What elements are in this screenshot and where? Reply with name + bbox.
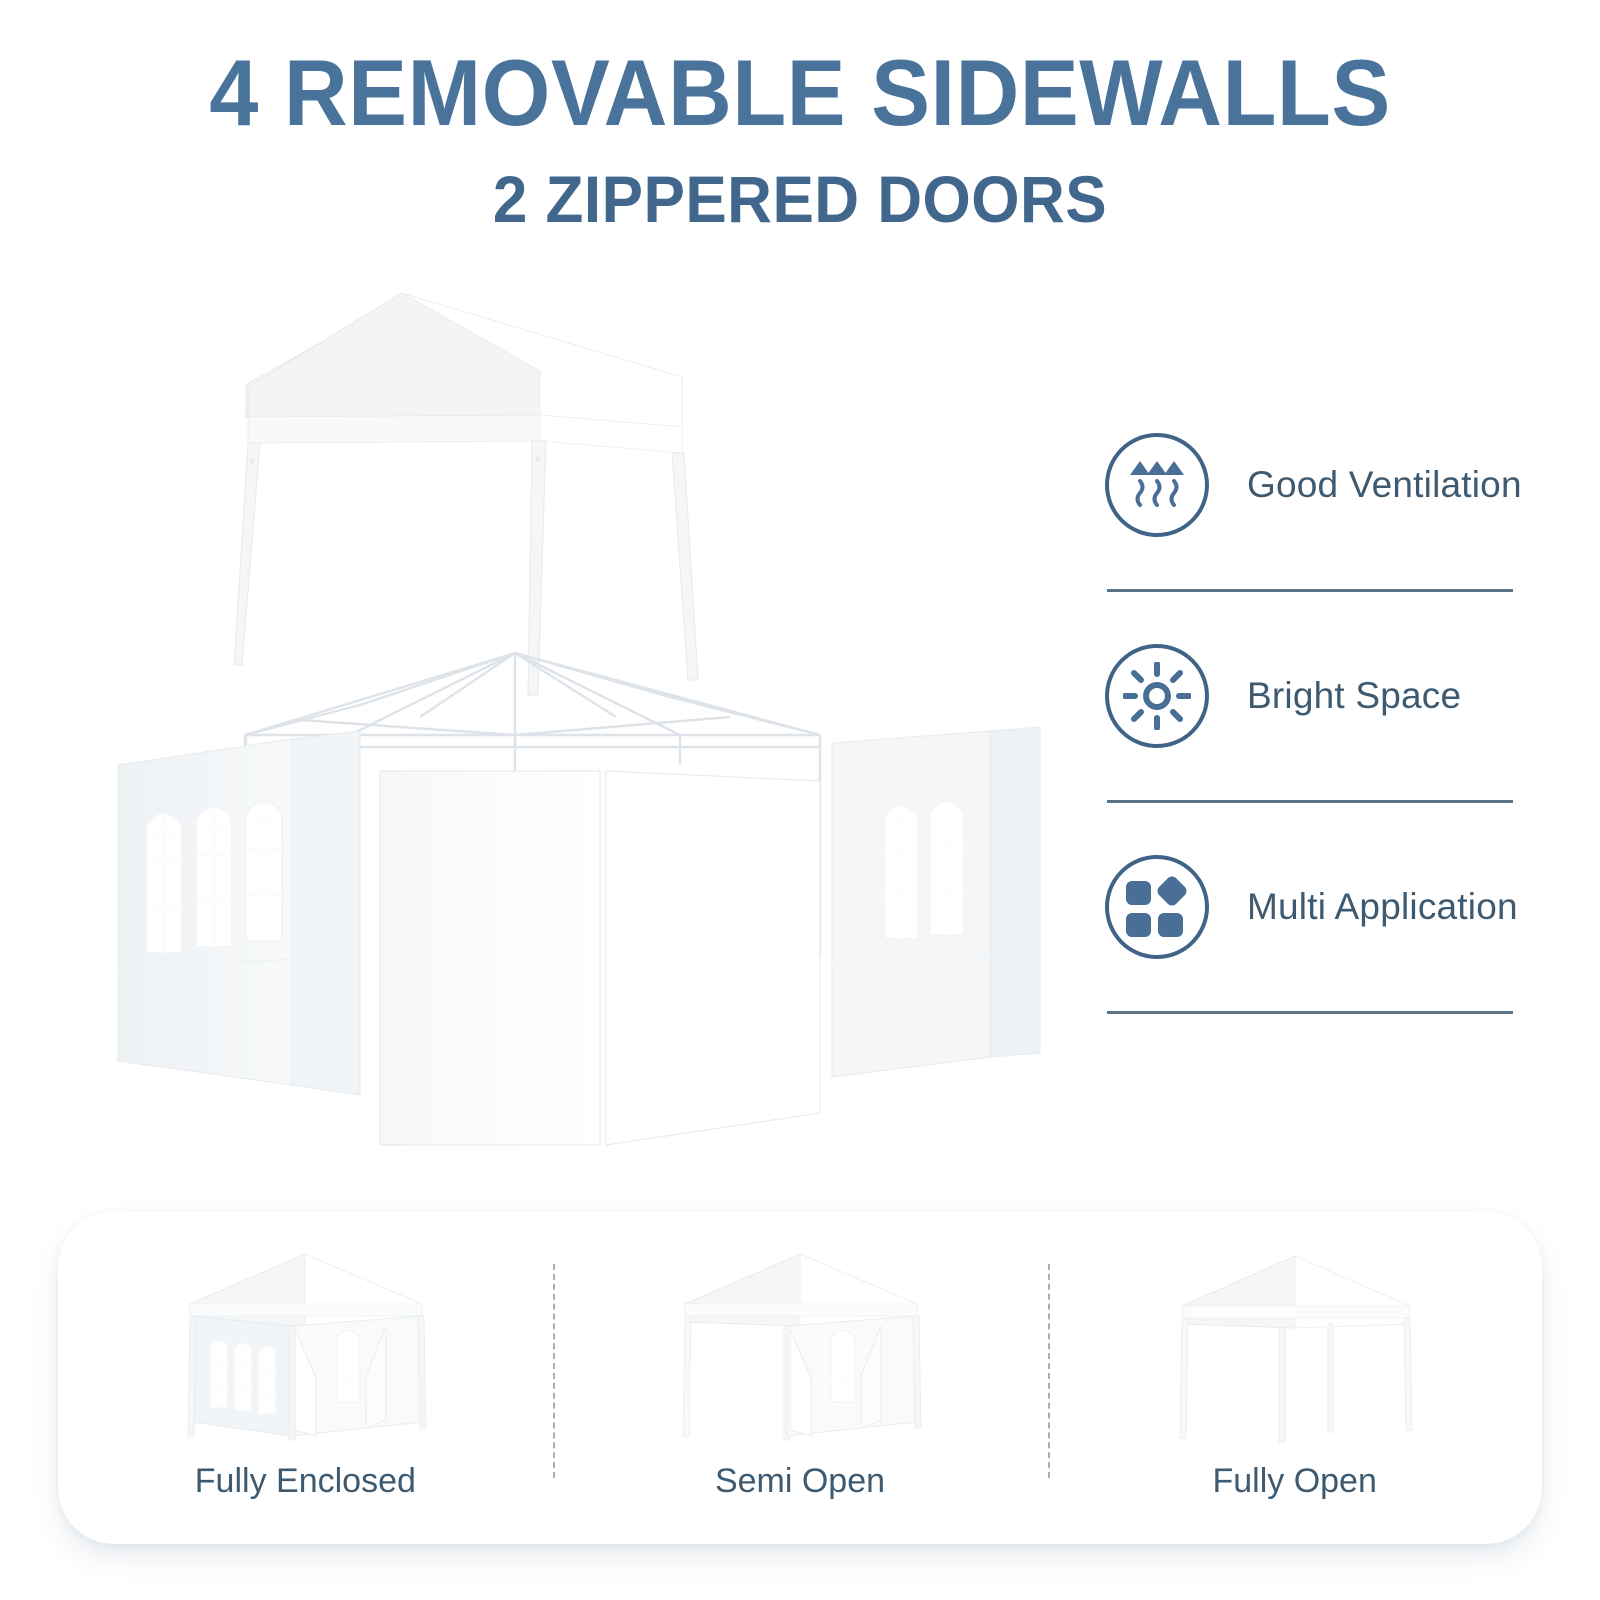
variant-separator-1 (553, 1264, 555, 1478)
variant-fully-enclosed: Fully Enclosed (58, 1212, 553, 1544)
variant-semi-open: Semi Open (553, 1212, 1048, 1544)
feature-divider-3 (1107, 1011, 1513, 1014)
variant-label-semi-open: Semi Open (714, 1462, 886, 1500)
feature-divider-1 (1107, 589, 1513, 592)
spacer (1105, 766, 1520, 800)
sun-icon (1105, 644, 1209, 748)
sidewall-plain-center-a (379, 770, 601, 1146)
multi-application-icon (1105, 855, 1209, 959)
feature-label-ventilation: Good Ventilation (1247, 464, 1522, 505)
canopy-semi-open-icon (635, 1230, 965, 1458)
variant-label-fully-open: Fully Open (1212, 1462, 1377, 1500)
sidewall-with-windows-right (831, 726, 1041, 1078)
feature-label-multi-application: Multi Application (1247, 886, 1518, 927)
spacer (1105, 977, 1520, 1011)
feature-list: Good Ventilation Bright Space (1105, 415, 1522, 1014)
page-title: 4 REMOVABLE SIDEWALLS (209, 40, 1391, 145)
sidewall-with-windows-left (117, 730, 361, 1096)
hero-product-image (60, 265, 1070, 1155)
canopy-fully-open-icon (1130, 1230, 1460, 1458)
canopy-roof (245, 292, 683, 454)
variants-card: Fully Enclosed (58, 1212, 1542, 1544)
variant-fully-open: Fully Open (1047, 1212, 1542, 1544)
feature-item-ventilation: Good Ventilation (1105, 415, 1522, 555)
sidewall-windows-left (145, 800, 283, 954)
variant-separator-2 (1048, 1264, 1050, 1478)
page-subtitle: 2 ZIPPERED DOORS (492, 162, 1108, 236)
canopy-legs (233, 440, 699, 696)
headline-block: 4 REMOVABLE SIDEWALLS 2 ZIPPERED DOORS (0, 40, 1600, 236)
feature-label-bright-space: Bright Space (1247, 675, 1462, 716)
feature-item-multi-application: Multi Application (1105, 837, 1520, 977)
spacer (1105, 555, 1520, 589)
spacer (1105, 592, 1520, 626)
sidewall-plain-center-b (605, 770, 821, 1146)
spacer (1105, 803, 1520, 837)
ventilation-icon (1105, 433, 1209, 537)
variant-label-fully-enclosed: Fully Enclosed (194, 1462, 416, 1500)
feature-item-bright-space: Bright Space (1105, 626, 1520, 766)
leg-brackets (249, 456, 541, 464)
canopy-fully-enclosed-icon (140, 1230, 470, 1458)
sidewall-windows-right (883, 800, 965, 940)
feature-divider-2 (1107, 800, 1513, 803)
